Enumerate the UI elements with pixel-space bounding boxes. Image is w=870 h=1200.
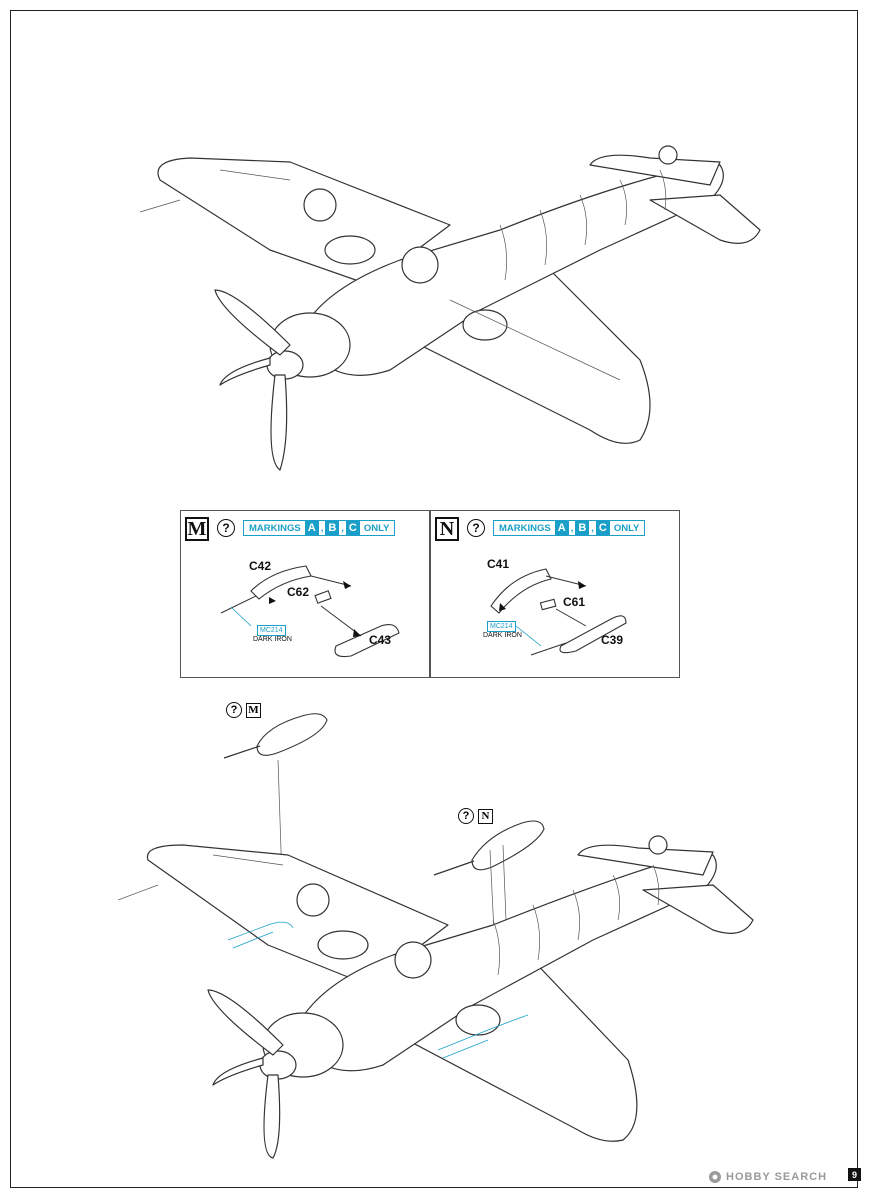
help-icon: ? bbox=[467, 519, 485, 537]
markings-badge: MARKINGS A , B , C ONLY bbox=[493, 520, 646, 536]
help-icon: ? bbox=[458, 808, 474, 824]
marking-letter-a: A bbox=[304, 521, 319, 535]
paint-name: DARK IRON bbox=[483, 632, 522, 639]
marking-letter-b: B bbox=[575, 521, 590, 535]
callout-m: ? M bbox=[226, 702, 261, 718]
step-marker-m: M bbox=[185, 517, 209, 541]
part-label-c43: C43 bbox=[369, 633, 392, 647]
help-icon: ? bbox=[226, 702, 242, 718]
marking-separator: , bbox=[320, 522, 324, 534]
marking-separator: , bbox=[570, 522, 574, 534]
part-label-c42: C42 bbox=[249, 559, 272, 573]
page-number: 9 bbox=[848, 1168, 861, 1181]
markings-label: MARKINGS bbox=[499, 522, 551, 534]
paint-code: MC214 bbox=[257, 625, 286, 636]
part-label-c61: C61 bbox=[563, 595, 586, 609]
step-marker-m: M bbox=[246, 702, 261, 718]
paint-code: MC214 bbox=[487, 621, 516, 632]
watermark-text: HOBBY SEARCH bbox=[726, 1171, 828, 1183]
detail-panel-m: M ? MARKINGS A , B , C ONLY C42 C62 C43 bbox=[180, 510, 430, 678]
step-marker-n: N bbox=[478, 808, 493, 824]
marking-letter-c: C bbox=[345, 521, 360, 535]
markings-only-label: ONLY bbox=[363, 522, 390, 534]
detail-panel-n: N ? MARKINGS A , B , C ONLY C41 C61 C39 … bbox=[430, 510, 680, 678]
watermark: HOBBY SEARCH bbox=[708, 1170, 827, 1184]
paint-name: DARK IRON bbox=[253, 636, 292, 643]
part-label-c39: C39 bbox=[601, 633, 624, 647]
aircraft-illustration-top bbox=[139, 145, 761, 471]
gun-pod-n-illustration bbox=[433, 820, 545, 876]
marking-separator: , bbox=[591, 522, 594, 534]
step-marker-n: N bbox=[435, 517, 459, 541]
help-icon: ? bbox=[217, 519, 235, 537]
markings-only-label: ONLY bbox=[613, 522, 640, 534]
marking-letter-a: A bbox=[554, 521, 569, 535]
aircraft-illustration-bottom bbox=[118, 760, 754, 1159]
markings-label: MARKINGS bbox=[249, 522, 301, 534]
markings-badge: MARKINGS A , B , C ONLY bbox=[243, 520, 396, 536]
marking-letter-c: C bbox=[595, 521, 610, 535]
gun-assembly-m-illustration bbox=[220, 565, 400, 658]
marking-separator: , bbox=[341, 522, 344, 534]
gun-pod-m-illustration bbox=[223, 713, 328, 759]
part-label-c62: C62 bbox=[287, 585, 310, 599]
part-label-c41: C41 bbox=[487, 557, 510, 571]
marking-letter-b: B bbox=[325, 521, 340, 535]
callout-n: ? N bbox=[458, 808, 493, 824]
hobby-search-logo-icon bbox=[709, 1171, 721, 1183]
gun-assembly-n-illustration bbox=[490, 568, 627, 656]
page-frame bbox=[10, 10, 858, 1188]
